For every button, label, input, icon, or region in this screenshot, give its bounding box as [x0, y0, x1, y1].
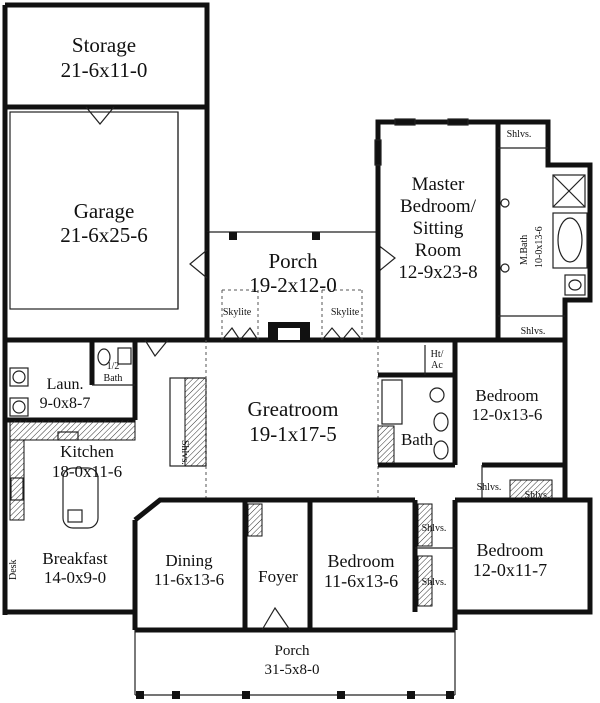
master-line1: Master	[412, 174, 465, 195]
master-dims: 12-9x23-8	[398, 262, 477, 283]
bedroom-rt-dims: 12-0x13-6	[472, 405, 543, 424]
storage-garage	[5, 104, 210, 343]
shlvs-bed-c: Shlvs.	[422, 523, 447, 534]
lower-rooms	[132, 497, 458, 631]
porch-top-dims: 19-2x12-0	[249, 273, 337, 297]
porch-front-dims: 31-5x8-0	[265, 662, 320, 678]
laundry-name: Laun.	[47, 376, 84, 393]
bedroom-center-name: Bedroom	[328, 551, 395, 571]
porch-front	[134, 630, 456, 699]
greatroom	[169, 340, 379, 500]
shower	[552, 174, 586, 208]
dining-name: Dining	[165, 551, 213, 570]
shlvs-greatroom: Shlvs.	[179, 440, 190, 465]
storage-name: Storage	[72, 33, 136, 57]
exterior-walls	[2, 2, 593, 633]
service-rooms	[5, 339, 169, 529]
garage-name: Garage	[74, 199, 135, 223]
front-door	[261, 606, 291, 631]
master-line2: Bedroom/	[400, 196, 477, 217]
porch-top	[207, 232, 396, 343]
porch-front-name: Porch	[275, 643, 310, 659]
shlvs-master-bottom: Shlvs.	[521, 326, 546, 337]
breakfast-dims: 14-0x9-0	[44, 568, 106, 587]
kitchen-dims: 18-0x11-6	[52, 462, 122, 481]
porch-top-name: Porch	[269, 249, 318, 273]
mbath-dims: 10-0x13-6	[534, 226, 545, 268]
master-line3: Sitting	[413, 218, 464, 239]
breakfast-name: Breakfast	[42, 549, 107, 568]
porch-master-door	[377, 244, 396, 273]
skylite-left: Skylite	[223, 307, 252, 318]
master-suite	[374, 118, 588, 343]
garage-door	[189, 249, 208, 279]
ht-ac-1: Ht/	[431, 349, 444, 360]
ht-ac-2: Ac	[431, 360, 443, 371]
greatroom-name: Greatroom	[248, 397, 339, 421]
bedroom-rb-dims: 12-0x11-7	[473, 560, 547, 580]
shlvs-bed-a: Shlvs.	[477, 482, 502, 493]
laundry-dims: 9-0x8-7	[40, 395, 91, 412]
shlvs-master-top: Shlvs.	[507, 129, 532, 140]
tub	[552, 212, 588, 269]
mbath-name: M.Bath	[519, 235, 530, 265]
bedroom-rt-name: Bedroom	[475, 386, 538, 405]
shlvs-bed-d: Shlvs.	[422, 577, 447, 588]
desk-label: Desk	[8, 559, 19, 580]
half-bath-line2: Bath	[104, 373, 123, 384]
dining-dims: 11-6x13-6	[154, 570, 224, 589]
bath-name: Bath	[401, 430, 434, 449]
laundry-door	[144, 339, 169, 358]
garage-dims: 21-6x25-6	[60, 223, 148, 247]
bedroom-rb-name: Bedroom	[477, 540, 544, 560]
greatroom-dims: 19-1x17-5	[249, 422, 337, 446]
bath-tub	[381, 379, 403, 425]
shlvs-bed-b: Shlvs.	[525, 490, 550, 501]
foyer-name: Foyer	[258, 567, 298, 586]
skylite-right: Skylite	[331, 307, 360, 318]
bath-area	[377, 340, 565, 503]
half-bath-line1: 1/2	[107, 361, 120, 372]
storage-door	[85, 106, 115, 125]
bedroom-center-dims: 11-6x13-6	[324, 571, 398, 591]
labels: Storage 21-6x11-0 Garage 21-6x25-6 Porch…	[8, 33, 549, 678]
kitchen-name: Kitchen	[60, 442, 114, 461]
storage-dims: 21-6x11-0	[61, 58, 148, 82]
master-line4: Room	[415, 240, 462, 261]
